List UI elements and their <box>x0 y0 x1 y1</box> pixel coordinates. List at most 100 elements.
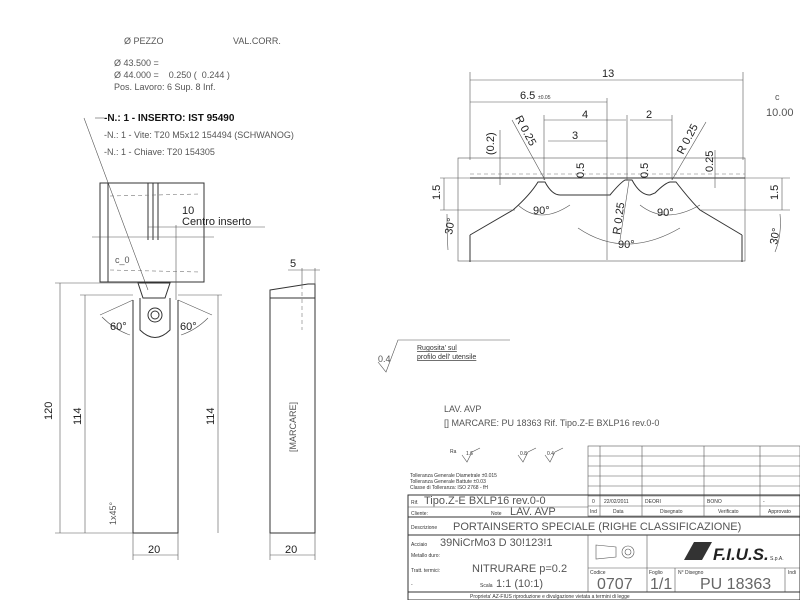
roughness-value: 0.4 <box>378 354 391 364</box>
side-width-20: 20 <box>285 544 297 556</box>
projection-symbol-icon <box>595 544 617 560</box>
insert <box>137 282 171 299</box>
angle-60-left: 60° <box>110 321 127 333</box>
part-screw: -N.: 1 - Vite: T20 M5x12 154494 (SCHWANO… <box>104 130 294 140</box>
centro-inserto-label: Centro inserto <box>182 216 251 228</box>
codice-value: 0707 <box>597 576 633 593</box>
tolerance-1: Tolleranza Generale Diametrale ±0.015 <box>410 473 497 479</box>
side-view: 5 [MARCARE] 20 <box>269 258 320 560</box>
title-block: Ra 1.6 0.8 0.4 Tolleranza Generale Diame… <box>407 445 800 600</box>
logo-suffix: S.p.A. <box>770 556 784 562</box>
dim-114-right: 114 <box>205 407 217 425</box>
angle-90-left: 90° <box>533 205 550 217</box>
radius-right: R 0.25 <box>675 122 701 156</box>
ra-value-3: 0.4 <box>547 451 554 457</box>
company-logo: F.I.U.S. S.p.A. <box>684 542 784 564</box>
holder-body <box>132 300 179 534</box>
leader-line <box>83 117 149 291</box>
val-corr-label: VAL.CORR. <box>233 36 281 46</box>
holder-view: 10 Centro inserto c_0 60° 60° 120 114 11… <box>43 182 265 560</box>
dim-120: 120 <box>43 402 55 420</box>
dim-6-5-tolerance: ±0.05 <box>538 95 551 101</box>
rev-ind: 0 <box>592 499 595 505</box>
cliente-label: Cliente: <box>411 511 428 517</box>
dim-0-25: 0.25 <box>704 151 716 172</box>
roughness-symbol <box>377 339 510 373</box>
holder-head <box>99 182 205 283</box>
pezzo-label: Ø PEZZO <box>124 36 164 46</box>
dim-114-left: 114 <box>72 407 84 425</box>
side-body <box>269 283 316 534</box>
radius-left: R 0.25 <box>512 114 538 148</box>
rev-drawn: DEORI <box>645 499 661 505</box>
note-value: LAV. AVP <box>510 506 556 518</box>
rev-header-approved: Approvato <box>768 509 791 515</box>
dim-1-5-right: 1.5 <box>769 185 781 200</box>
roughness-note: 0.4 Rugosita' sul profilo dell' utensile <box>377 339 510 373</box>
dim-1-5-left: 1.5 <box>431 185 443 200</box>
descrizione-value: PORTAINSERTO SPECIALE (RIGHE CLASSIFICAZ… <box>453 521 741 533</box>
dim-2: 2 <box>646 109 652 121</box>
ra-value-2: 0.8 <box>520 451 527 457</box>
footer-note: Proprieta' AZ-FIUS riproduzione e divulg… <box>470 594 630 600</box>
marking-line-1: LAV. AVP <box>444 404 481 414</box>
ra-value-1: 1.6 <box>466 451 473 457</box>
c0-label: c_0 <box>115 255 130 265</box>
disegno-value: PU 18363 <box>700 576 771 593</box>
angle-60-right: 60° <box>180 321 197 333</box>
note-label: Note <box>491 511 502 517</box>
metallo-label: Metallo duro: <box>411 553 440 559</box>
indice-label: Indi <box>788 570 796 576</box>
foglio-label: Foglio <box>649 570 663 576</box>
detail-frame <box>457 157 746 262</box>
angle-90-right: 90° <box>657 207 674 219</box>
rif-label: Rif. <box>411 500 419 506</box>
dim-3: 3 <box>572 130 578 142</box>
tratt-value: NITRURARE p=0.2 <box>472 563 567 575</box>
angle-30-right: 30° <box>768 227 783 245</box>
roughness-line-1: Rugosita' sul <box>417 345 457 352</box>
c-value: 10.00 <box>766 107 794 119</box>
header-notes: Ø PEZZO VAL.CORR. Ø 43.500 = Ø 44.000 = … <box>83 36 294 291</box>
roughness-line-2: profilo dell' utensile <box>417 354 476 361</box>
marking-line-2: [] MARCARE: PU 18363 Rif. Tipo.Z-E BXLP1… <box>444 418 659 428</box>
angle-30-left: 30° <box>443 217 458 235</box>
ra-label: Ra <box>450 449 457 455</box>
dash-value: - <box>411 582 413 588</box>
svg-text:F.I.U.S.: F.I.U.S. <box>713 545 769 564</box>
scala-label: Scala <box>480 583 493 589</box>
descrizione-label: Descrizione <box>411 525 437 531</box>
screw-icon <box>147 307 163 323</box>
rev-date: 22/02/2011 <box>604 499 629 505</box>
disegno-label: N° Disegno <box>678 570 704 576</box>
diameter-line-1: Ø 43.500 = <box>114 58 159 68</box>
rev-header-drawn: Disegnato <box>660 509 683 515</box>
rev-header-ind: Ind <box>590 509 597 515</box>
codice-label: Codice <box>590 570 606 576</box>
acciaio-label: Acciaio <box>411 542 427 548</box>
angle-90-center: 90° <box>618 239 635 251</box>
dim-0-5-b: 0.5 <box>639 163 651 178</box>
rif-value: Tipo.Z-E BXLP16 rev.0-0 <box>424 495 546 507</box>
pos-lavoro: Pos. Lavoro: 6 Sup. 8 Inf. <box>114 82 216 92</box>
dim-5: 5 <box>290 258 296 270</box>
rev-approved: - <box>763 499 765 505</box>
scala-value: 1:1 (10:1) <box>496 578 543 590</box>
tolerance-3: Classe di Tolleranza: ISO 2768 - fH <box>410 485 488 491</box>
dim-6-5: 6.5 <box>520 90 535 102</box>
rev-header-checked: Verificato <box>718 509 739 515</box>
profile-detail: 13 6.5 ±0.05 4 3 2 (0.2) R 0.25 R 0.25 R… <box>431 68 794 262</box>
part-insert: -N.: 1 - INSERTO: IST 95490 <box>104 113 235 124</box>
dim-0-5-a: 0.5 <box>575 163 587 178</box>
c-label: c <box>775 92 780 102</box>
tratt-label: Tratt. termici: <box>411 568 440 574</box>
dim-4: 4 <box>582 109 588 121</box>
marcare-label: [MARCARE] <box>288 402 298 452</box>
width-20: 20 <box>148 544 160 556</box>
tolerance-2: Tolleranza Generale Battute ±0.03 <box>410 479 486 485</box>
diameter-line-2: Ø 44.000 = 0.250 ( 0.244 ) <box>114 70 230 80</box>
revision-table: 0 22/02/2011 DEORI BONO - Ind Data Diseg… <box>587 445 800 517</box>
foglio-value: 1/1 <box>650 576 672 593</box>
acciaio-value: 39NiCrMo3 D 30!123!1 <box>440 537 553 549</box>
